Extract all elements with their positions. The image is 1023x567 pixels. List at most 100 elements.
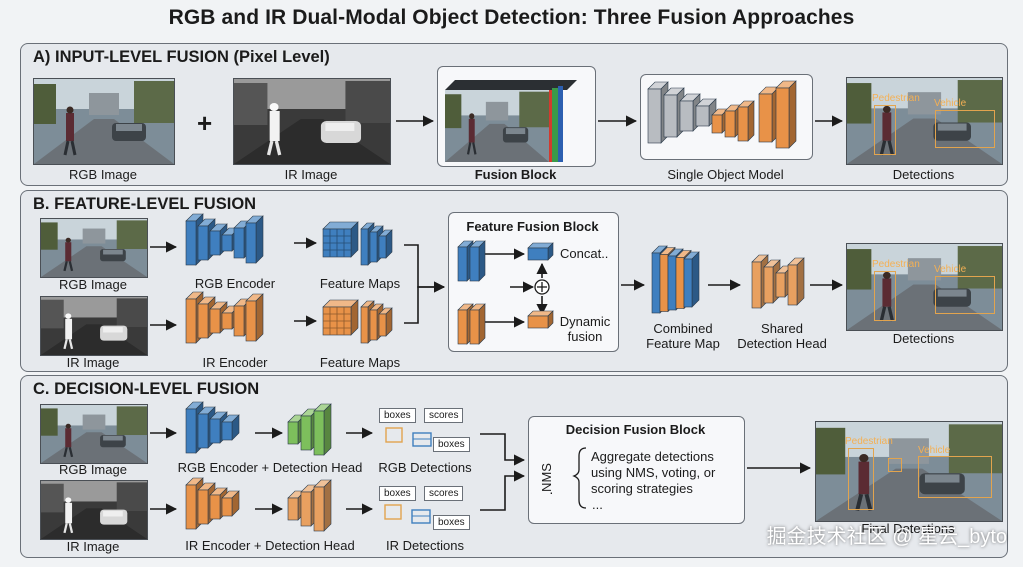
vehicle-label-a: Vehicle (934, 98, 967, 109)
panel-b-title: B. FEATURE-LEVEL FUSION (33, 195, 257, 213)
feature-maps-label-rgb: Feature Maps (319, 276, 401, 291)
rgb-encoder-head-label: RGB Encoder + Detection Head (177, 460, 363, 475)
single-model-orange-layer-3 (737, 100, 755, 142)
nms-mark: · (549, 484, 554, 500)
decision-fusion-block (528, 416, 745, 524)
ir-feature-map-stack-layer-3 (378, 307, 393, 337)
decision-ellipsis: ... (592, 497, 603, 512)
det-sample-a-1 (384, 504, 402, 520)
detections-label-b: Detections (892, 331, 955, 346)
concat-output (527, 242, 554, 261)
rgb-feature-map-stack (360, 222, 393, 266)
pedestrian-box-c (848, 448, 874, 510)
ir-encoder-network (185, 291, 264, 344)
rgb-detection-head (287, 403, 332, 456)
small-box-c (888, 458, 902, 472)
fused-image-stack (445, 80, 577, 162)
arrow-b-ir-to-fusion (404, 281, 446, 324)
single-model-output-layer-2 (775, 80, 797, 149)
combined-feature-map (651, 245, 700, 314)
shared-detection-head-network-layer-4 (787, 257, 805, 306)
final-detections-image (815, 421, 1003, 522)
rgb-boxes-tag: boxes (379, 408, 416, 423)
ir-image-thumbnail (233, 78, 391, 165)
rgb-image-thumbnail (33, 78, 175, 165)
brace-icon (572, 447, 587, 509)
rgb-image-label: RGB Image (69, 167, 137, 182)
rgb-image-c (40, 404, 148, 464)
watermark: 掘金技术社区 @ 星云_byto (766, 526, 1007, 548)
pedestrian-box-a (874, 105, 896, 155)
ir-boxes-tag: boxes (379, 486, 416, 501)
fusion-ir-input-layer-2 (469, 303, 486, 345)
rgb-feature-map-grid (322, 221, 359, 258)
panel-a-title: A) INPUT-LEVEL FUSION (Pixel Level) (33, 48, 330, 66)
fusion-rgb-input-layer-2 (469, 240, 486, 282)
single-model-gray (647, 81, 717, 144)
ir-scores-tag: scores (424, 486, 464, 501)
arrow-b-rgb-to-fusion (404, 244, 446, 293)
decision-description: Aggregate detections using NMS, voting, … (591, 449, 716, 496)
rgb-image-b (40, 218, 148, 278)
combined-layer-5 (683, 251, 700, 308)
vehicle-label-b: Vehicle (934, 264, 967, 275)
det-sample-a-0 (385, 427, 403, 443)
vehicle-box-a (935, 110, 995, 148)
ir-detections-label: IR Detections (385, 538, 465, 553)
pedestrian-box-b (874, 271, 896, 321)
shared-detection-head-network (751, 254, 805, 309)
fusion-ir-input (457, 303, 486, 345)
rgb-encoder-c-layer-4 (221, 414, 240, 441)
rgb-image-label-c: RGB Image (59, 462, 127, 477)
ir-image-b (40, 296, 148, 356)
plus-icon: + (197, 108, 213, 138)
ir-detection-head-layer-3 (313, 479, 332, 532)
rgb-encoder-c (185, 401, 240, 454)
ir-feature-map-grid (322, 299, 359, 336)
vehicle-box-c (918, 456, 992, 498)
ir-encoder-network-layer-6 (245, 293, 264, 342)
feature-maps-label-ir: Feature Maps (319, 355, 401, 370)
pedestrian-label-c: Pedestrian (845, 436, 893, 447)
ir-feature-map-stack (360, 300, 393, 344)
vehicle-label-c: Vehicle (918, 445, 951, 456)
arrow-c-ir-to-decision (480, 470, 526, 511)
detections-image-b (846, 243, 1003, 331)
concat-label: Concat.. (560, 246, 609, 261)
rgb-scores-tag: scores (424, 408, 464, 423)
pedestrian-label-a: Pedestrian (872, 93, 920, 104)
ir-encoder-c-layer-4 (221, 490, 240, 517)
ir-image-label: IR Image (284, 167, 338, 182)
combined-feature-map-label: Combined Feature Map (646, 321, 720, 351)
rgb-boxes-tag-2: boxes (433, 437, 470, 452)
arrow-c-rgb-to-decision (480, 433, 526, 466)
ir-image-label-b: IR Image (66, 355, 120, 370)
rgb-feature-map-grid-body (322, 221, 359, 258)
decision-fusion-block-title: Decision Fusion Block (565, 422, 706, 437)
ir-detection-head (287, 479, 332, 532)
single-model-label: Single Object Model (667, 167, 784, 182)
panel-c-title: C. DECISION-LEVEL FUSION (33, 380, 260, 398)
feature-fusion-block-title: Feature Fusion Block (466, 219, 599, 234)
shared-detection-head-label: Shared Detection Head (737, 321, 827, 351)
ir-boxes-tag-2: boxes (433, 515, 470, 530)
ir-image-label-c: IR Image (66, 539, 120, 554)
detections-label-a: Detections (892, 167, 955, 182)
rgb-encoder-network-layer-6 (245, 215, 264, 264)
ir-encoder-label: IR Encoder (202, 355, 268, 370)
rgb-image-label-b: RGB Image (59, 277, 127, 292)
ir-feature-map-grid-body (322, 299, 359, 336)
rgb-encoder-label: RGB Encoder (194, 276, 276, 291)
fusion-block-label: Fusion Block (474, 167, 557, 182)
rgb-detection-head-layer-3 (313, 403, 332, 456)
single-model-orange (711, 100, 755, 142)
ir-encoder-head-label: IR Encoder + Detection Head (185, 538, 355, 553)
diagram-title: RGB and IR Dual-Modal Object Detection: … (168, 6, 855, 29)
rgb-detections-label: RGB Detections (378, 460, 472, 475)
final-detections-label: Final Detections (861, 521, 955, 536)
detections-image-a (846, 77, 1003, 165)
vehicle-box-b (935, 276, 995, 314)
single-model-output (758, 80, 797, 149)
rgb-feature-map-stack-layer-3 (378, 229, 393, 259)
